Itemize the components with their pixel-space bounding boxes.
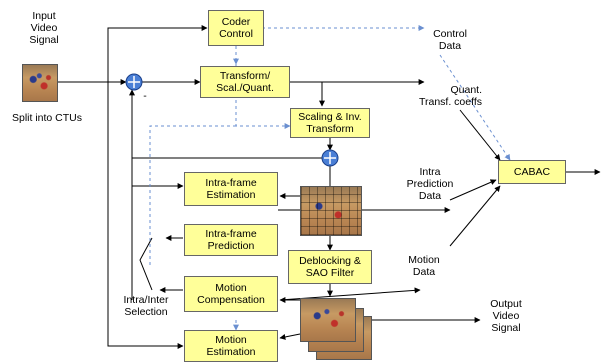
- transform-block: Transform/ Scal./Quant.: [200, 66, 290, 98]
- intra-prediction-block: Intra-frame Prediction: [184, 224, 278, 256]
- motion-data-label: Motion Data: [394, 254, 454, 278]
- quant-coeffs-label: Quant. Transf. coeffs: [392, 84, 482, 108]
- coeffs-to-cabac-arrow: [460, 110, 500, 160]
- motion-estimation-block: Motion Estimation: [184, 330, 278, 362]
- input-adder: [126, 74, 142, 90]
- split-ctus-label: Split into CTUs: [2, 112, 92, 124]
- motion-compensation-block: Motion Compensation: [184, 276, 278, 312]
- cabac-block: CABAC: [498, 160, 566, 184]
- input-to-coder-control-arrow: [108, 28, 207, 82]
- reconstruction-adder: [322, 150, 338, 166]
- reference-frame-1: [300, 298, 356, 342]
- intra-inter-selection-label: Intra/Inter Selection: [110, 294, 182, 318]
- intra-estimation-block: Intra-frame Estimation: [184, 172, 278, 206]
- deblocking-sao-block: Deblocking & SAO Filter: [288, 250, 372, 284]
- output-video-signal-label: Output Video Signal: [476, 298, 536, 334]
- intra-prediction-data-label: Intra Prediction Data: [400, 166, 460, 202]
- input-frame-thumbnail: [22, 64, 58, 102]
- scaling-inv-transform-block: Scaling & Inv. Transform: [290, 108, 370, 138]
- control-data-label: Control Data: [420, 28, 480, 52]
- frames-to-motion-est-arrow: [280, 334, 300, 338]
- reconstructed-frame-thumbnail: [300, 186, 362, 236]
- minus-sign-label: -: [140, 90, 150, 102]
- coder-control-block: Coder Control: [208, 10, 264, 46]
- input-video-signal-label: Input Video Signal: [14, 10, 74, 46]
